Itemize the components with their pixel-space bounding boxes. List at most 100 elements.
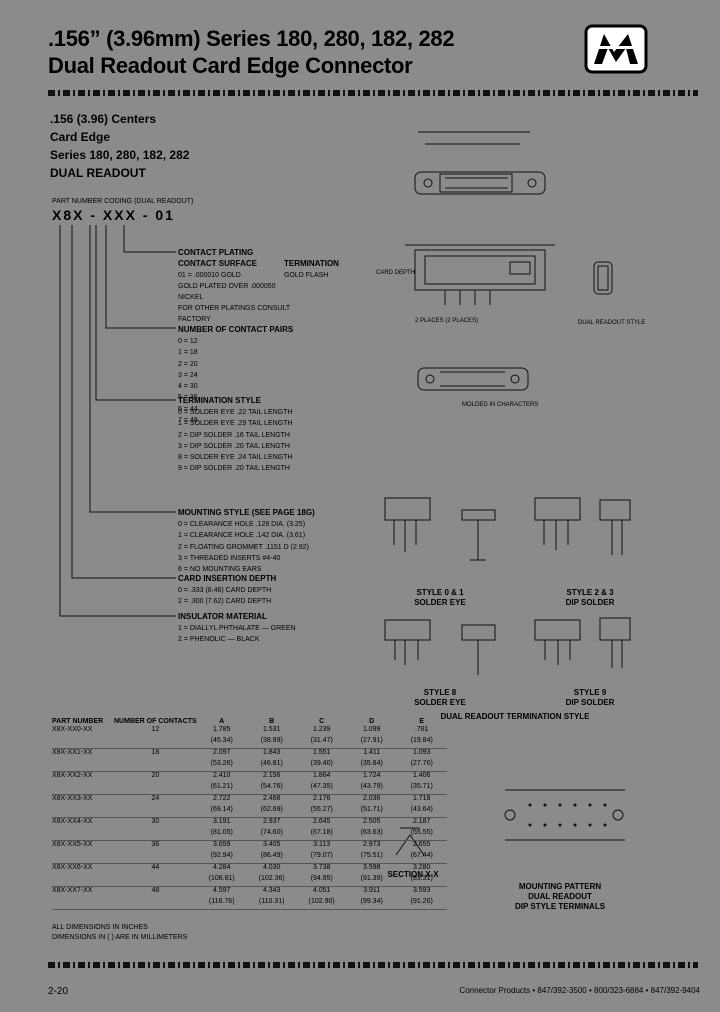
table-cell: (19.84)	[396, 737, 447, 749]
list-item: 3 = THREADED INSERTS #4-40	[178, 554, 281, 562]
table-cell: 2.097	[212, 749, 231, 756]
table-cell: 1.531	[262, 726, 281, 733]
table-cell: 2.156	[262, 772, 281, 779]
table-cell: 3.738	[312, 864, 331, 871]
table-cell: 4.284	[212, 864, 231, 871]
part-code: X8X - XXX - 01	[52, 207, 175, 223]
termination-heading: TERMINATION	[284, 259, 339, 268]
page-number: 2-20	[48, 986, 69, 997]
table-cell: 1.099	[362, 726, 381, 733]
table-cell: X8X-XX5-XX	[52, 841, 93, 848]
table-cell: 1.406	[412, 772, 431, 779]
table-cell: (62.69)	[246, 806, 297, 818]
table-header: NUMBER OF CONTACTS	[114, 718, 197, 725]
table-cell: 3.405	[262, 841, 281, 848]
table-cell: (47.35)	[296, 783, 347, 795]
table-cell: 2.187	[412, 818, 431, 825]
list-item: 9 = DIP SOLDER .20 TAIL LENGTH	[178, 465, 290, 473]
table-cell	[114, 783, 197, 795]
table-row: (45.34)(38.89)(31.47)(27.91)(19.84)	[52, 737, 447, 749]
spec-centers: .156 (3.96) Centers	[50, 112, 157, 126]
table-cell: 3.911	[363, 887, 381, 894]
spec-card-edge: Card Edge	[50, 130, 111, 144]
bottom-divider	[48, 962, 698, 968]
list-item: 7 = 48	[178, 417, 198, 425]
table-cell: X8X-XX2-XX	[52, 772, 93, 779]
table-cell: 20	[151, 772, 160, 779]
list-item: 3 = 24	[178, 371, 198, 379]
card-depth-label: CARD DEPTH	[376, 270, 416, 276]
mounting-style-list: 0 = CLEARANCE HOLE .128 DIA. (3.25) 1 = …	[178, 519, 309, 575]
termination-style-list: 0 = SOLDER EYE .22 TAIL LENGTH 1 = SOLDE…	[178, 407, 292, 475]
table-cell	[52, 783, 114, 795]
table-cell: (45.34)	[196, 737, 247, 749]
table-cell: 3.598	[362, 864, 381, 871]
table-cell	[52, 760, 114, 772]
table-cell: (110.31)	[246, 898, 297, 910]
table-header: E	[419, 718, 425, 725]
style-0-1-caption: STYLE 0 & 1 SOLDER EYE	[414, 588, 466, 607]
table-cell: (27.91)	[346, 737, 397, 749]
table-cell: 1.785	[212, 726, 231, 733]
style-8-caption: STYLE 8 SOLDER EYE	[414, 688, 466, 707]
table-cell	[114, 737, 197, 749]
table-cell: (83.31)	[396, 875, 447, 887]
list-item: 0 = CLEARANCE HOLE .128 DIA. (3.25)	[178, 521, 306, 528]
table-cell	[52, 875, 114, 887]
table-cell: 3.191	[212, 818, 231, 825]
table-cell: 4.051	[312, 887, 331, 894]
style-2-3-caption: STYLE 2 & 3 DIP SOLDER	[565, 588, 615, 607]
table-header: D	[369, 718, 375, 725]
table-cell	[52, 852, 114, 864]
table-cell: 4.597	[212, 887, 231, 894]
contact-surface-heading: CONTACT SURFACE	[178, 259, 257, 268]
dual-readout-style-label: DUAL READOUT STYLE	[578, 320, 646, 326]
table-cell: (27.76)	[396, 760, 447, 772]
list-item: 1 = 18	[178, 349, 198, 357]
table-cell: X8X-XX7-XX	[52, 887, 93, 894]
table-header: A	[219, 718, 225, 725]
list-item: 0 = 12	[178, 338, 198, 345]
table-cell: 2.655	[412, 841, 431, 848]
table-cell: 18	[151, 749, 160, 756]
table-cell: 1.093	[412, 749, 431, 756]
part-coding-label: PART NUMBER CODING (DUAL READOUT)	[52, 198, 194, 205]
table-cell: 2.645	[312, 818, 331, 825]
molded-characters-label: MOLDED IN CHARACTERS	[462, 402, 539, 408]
table-cell: (53.26)	[196, 760, 247, 772]
table-cell: 12	[151, 726, 160, 733]
table-cell: 2.722	[212, 795, 231, 802]
insulator-list: 1 = DIALLYL PHTHALATE — GREEN 2 = PHENOL…	[178, 623, 296, 646]
table-row: (53.26)(46.81)(39.40)(35.84)(27.76)	[52, 760, 447, 772]
table-cell: (35.84)	[346, 760, 397, 772]
table-cell: X8X-XX4-XX	[52, 818, 93, 825]
table-cell: 36	[151, 841, 160, 848]
table-cell: 2.468	[262, 795, 281, 802]
table-cell: (102.36)	[246, 875, 297, 887]
insulator-title: INSULATOR MATERIAL	[178, 612, 267, 621]
table-row: (116.76)(110.31)(102.90)(99.34)(91.26)	[52, 898, 447, 910]
termination-value: GOLD FLASH	[284, 272, 329, 279]
table-cell: 1.718	[412, 795, 431, 802]
page-subtitle: Dual Readout Card Edge Connector	[48, 53, 413, 78]
table-cell: 4.030	[262, 864, 281, 871]
table-cell: 1.724	[362, 772, 381, 779]
table-cell: (39.40)	[296, 760, 347, 772]
dimensions-table: PART NUMBER NUMBER OF CONTACTS A B C D E…	[52, 696, 447, 910]
table-header-row: PART NUMBER NUMBER OF CONTACTS A B C D E	[52, 696, 447, 726]
table-cell: (116.76)	[196, 898, 247, 910]
table-cell	[114, 898, 197, 910]
plating-line: GOLD PLATED OVER .000050	[178, 283, 276, 290]
table-cell: 30	[151, 818, 160, 825]
table-cell	[52, 898, 114, 910]
table-cell: 1.551	[312, 749, 331, 756]
table-cell	[114, 829, 197, 841]
table-cell: 1.843	[262, 749, 281, 756]
table-cell	[114, 875, 197, 887]
list-item: 8 = SOLDER EYE .24 TAIL LENGTH	[178, 454, 293, 462]
table-cell: (108.81)	[196, 875, 247, 887]
list-item: 0 = .333 (8.46) CARD DEPTH	[178, 587, 272, 594]
